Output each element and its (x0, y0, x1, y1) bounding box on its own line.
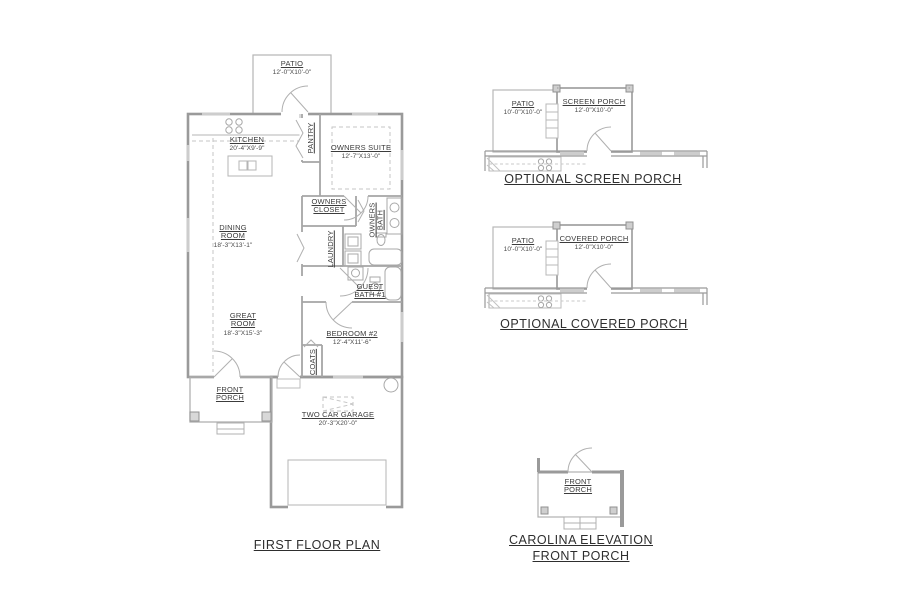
room-label-great-room: GREAT ROOM 18'-3"X15'-3" (223, 311, 263, 337)
room-label-dining-room: DINING ROOM 18'-3"X13'-1" (213, 223, 253, 249)
sp-label-screen-porch: SCREEN PORCH 12'-0"X10'-0" (562, 97, 626, 115)
dashed-lines (192, 126, 391, 412)
door-swings (213, 85, 369, 378)
sp-label-patio: PATIO 10'-0"X10'-0" (503, 99, 543, 117)
front-door-arc (213, 350, 241, 378)
cp-label-covered-porch: COVERED PORCH 12'-0"X10'-0" (559, 234, 629, 252)
room-label-pantry: PANTRY (305, 122, 315, 154)
wall-tick (537, 458, 540, 472)
island-sink (238, 160, 248, 171)
garage-entry-step (276, 378, 301, 389)
room-label-laundry: LAUNDRY (325, 230, 335, 268)
carolina-elevation-title-line2: FRONT PORCH (532, 549, 630, 563)
laundry-door-zigzag (296, 233, 305, 263)
room-label-garage: TWO CAR GARAGE 20'-3"X20'-0" (301, 410, 375, 428)
bathtub (368, 248, 403, 266)
elev-front-door-arc (567, 447, 593, 473)
kitchen-counter (192, 114, 301, 177)
porch-steps (216, 422, 245, 435)
owners-bath-fixtures (368, 197, 403, 266)
garage-outer-walls (269, 375, 404, 509)
wall-openings (214, 110, 386, 511)
ce-label-front-porch: FRONT PORCH (563, 477, 593, 495)
coats-door-zigzag (303, 339, 319, 348)
sink (351, 268, 360, 278)
optional-screen-porch-drawing (484, 84, 708, 172)
owners-closet-door-zigzag (357, 199, 365, 223)
sink (389, 202, 400, 213)
island-sink (247, 160, 257, 171)
windows (186, 112, 404, 379)
first-floor-plan-title: FIRST FLOOR PLAN (253, 538, 381, 552)
guest-bath-door-arc (339, 267, 369, 297)
room-label-front-porch: FRONT PORCH (215, 385, 245, 403)
optional-screen-porch-title: OPTIONAL SCREEN PORCH (504, 172, 682, 186)
patio-door-arc (281, 85, 309, 113)
toilet (376, 234, 386, 246)
bedroom-door-arc (325, 301, 353, 329)
room-label-owners-bath: OWNERS BATH (367, 202, 385, 238)
room-label-coats: COATS (307, 348, 317, 376)
carolina-elevation-drawing (537, 447, 624, 530)
water-heater (383, 377, 399, 393)
pantry-door-zigzag (295, 119, 304, 159)
vanity (347, 266, 364, 281)
attic-access-dashed (322, 396, 354, 412)
kitchen-island (227, 155, 273, 177)
elev-porch-steps (563, 516, 597, 530)
garage-entry-door-arc (277, 354, 301, 378)
tray-ceiling-dashed (331, 126, 391, 190)
double-vanity (386, 197, 403, 235)
sink (389, 218, 400, 228)
room-label-guest-bath: GUEST BATH #1 (354, 282, 386, 300)
cp-label-patio: PATIO 10'-0"X10'-0" (503, 236, 543, 254)
porch-post (540, 506, 549, 515)
carolina-elevation-title-line1: CAROLINA ELEVATION (509, 533, 653, 547)
porch-post (261, 411, 272, 422)
optional-covered-porch-title: OPTIONAL COVERED PORCH (500, 317, 688, 331)
bathtub (384, 266, 402, 301)
cooktop-burners (225, 118, 243, 134)
garage-door-panel (287, 459, 387, 506)
room-label-owners-closet: OWNERS CLOSET (311, 197, 347, 215)
room-label-patio: PATIO 12'-0"X10'-0" (272, 59, 312, 77)
room-label-owners-suite: OWNERS SUITE 12'-7"X13'-0" (330, 143, 392, 161)
porch-post (609, 506, 618, 515)
first-floor-plan-drawing (186, 54, 404, 511)
room-label-kitchen: KITCHEN 20'-4"X9'-9" (229, 135, 265, 153)
elev-side-wall (620, 470, 624, 527)
porch-post (189, 411, 200, 422)
washer-dryer (344, 233, 362, 267)
room-label-bedroom-2: BEDROOM #2 12'-4"X11'-6" (326, 329, 378, 347)
toilet (370, 282, 380, 296)
owners-suite-door-arc (343, 195, 369, 221)
bifold-doors (295, 118, 365, 348)
guest-bath-fixtures (347, 266, 402, 301)
